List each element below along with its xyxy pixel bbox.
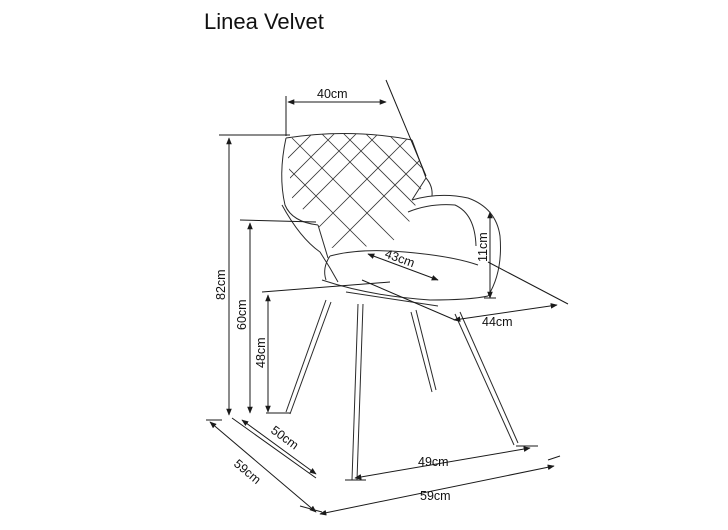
label-armrest-height: 11cm — [476, 232, 490, 262]
product-title: Linea Velvet — [204, 9, 324, 34]
label-armrest-floor-height: 60cm — [235, 299, 249, 330]
dim-armrest-height: 11cm — [476, 211, 496, 299]
dim-seat-width: 44cm — [361, 261, 569, 329]
label-total-width: 59cm — [420, 489, 451, 503]
label-seat-width: 44cm — [482, 315, 513, 329]
dim-total-width: 59cm — [319, 455, 561, 516]
dim-backrest-width: 40cm — [285, 79, 427, 177]
label-seat-depth: 43cm — [383, 247, 417, 271]
label-backrest-width: 40cm — [317, 87, 348, 101]
label-seat-height: 48cm — [254, 337, 268, 368]
chair-outline — [281, 132, 519, 481]
dim-seat-depth: 43cm — [367, 247, 439, 281]
label-leg-width: 49cm — [418, 455, 449, 469]
dim-seat-height: 48cm — [254, 281, 391, 413]
label-total-depth: 59cm — [231, 457, 263, 487]
quilted-pattern — [286, 133, 425, 248]
label-total-height: 82cm — [214, 269, 228, 300]
dim-total-height: 82cm — [214, 134, 290, 416]
dim-armrest-floor-height: 60cm — [235, 219, 317, 414]
